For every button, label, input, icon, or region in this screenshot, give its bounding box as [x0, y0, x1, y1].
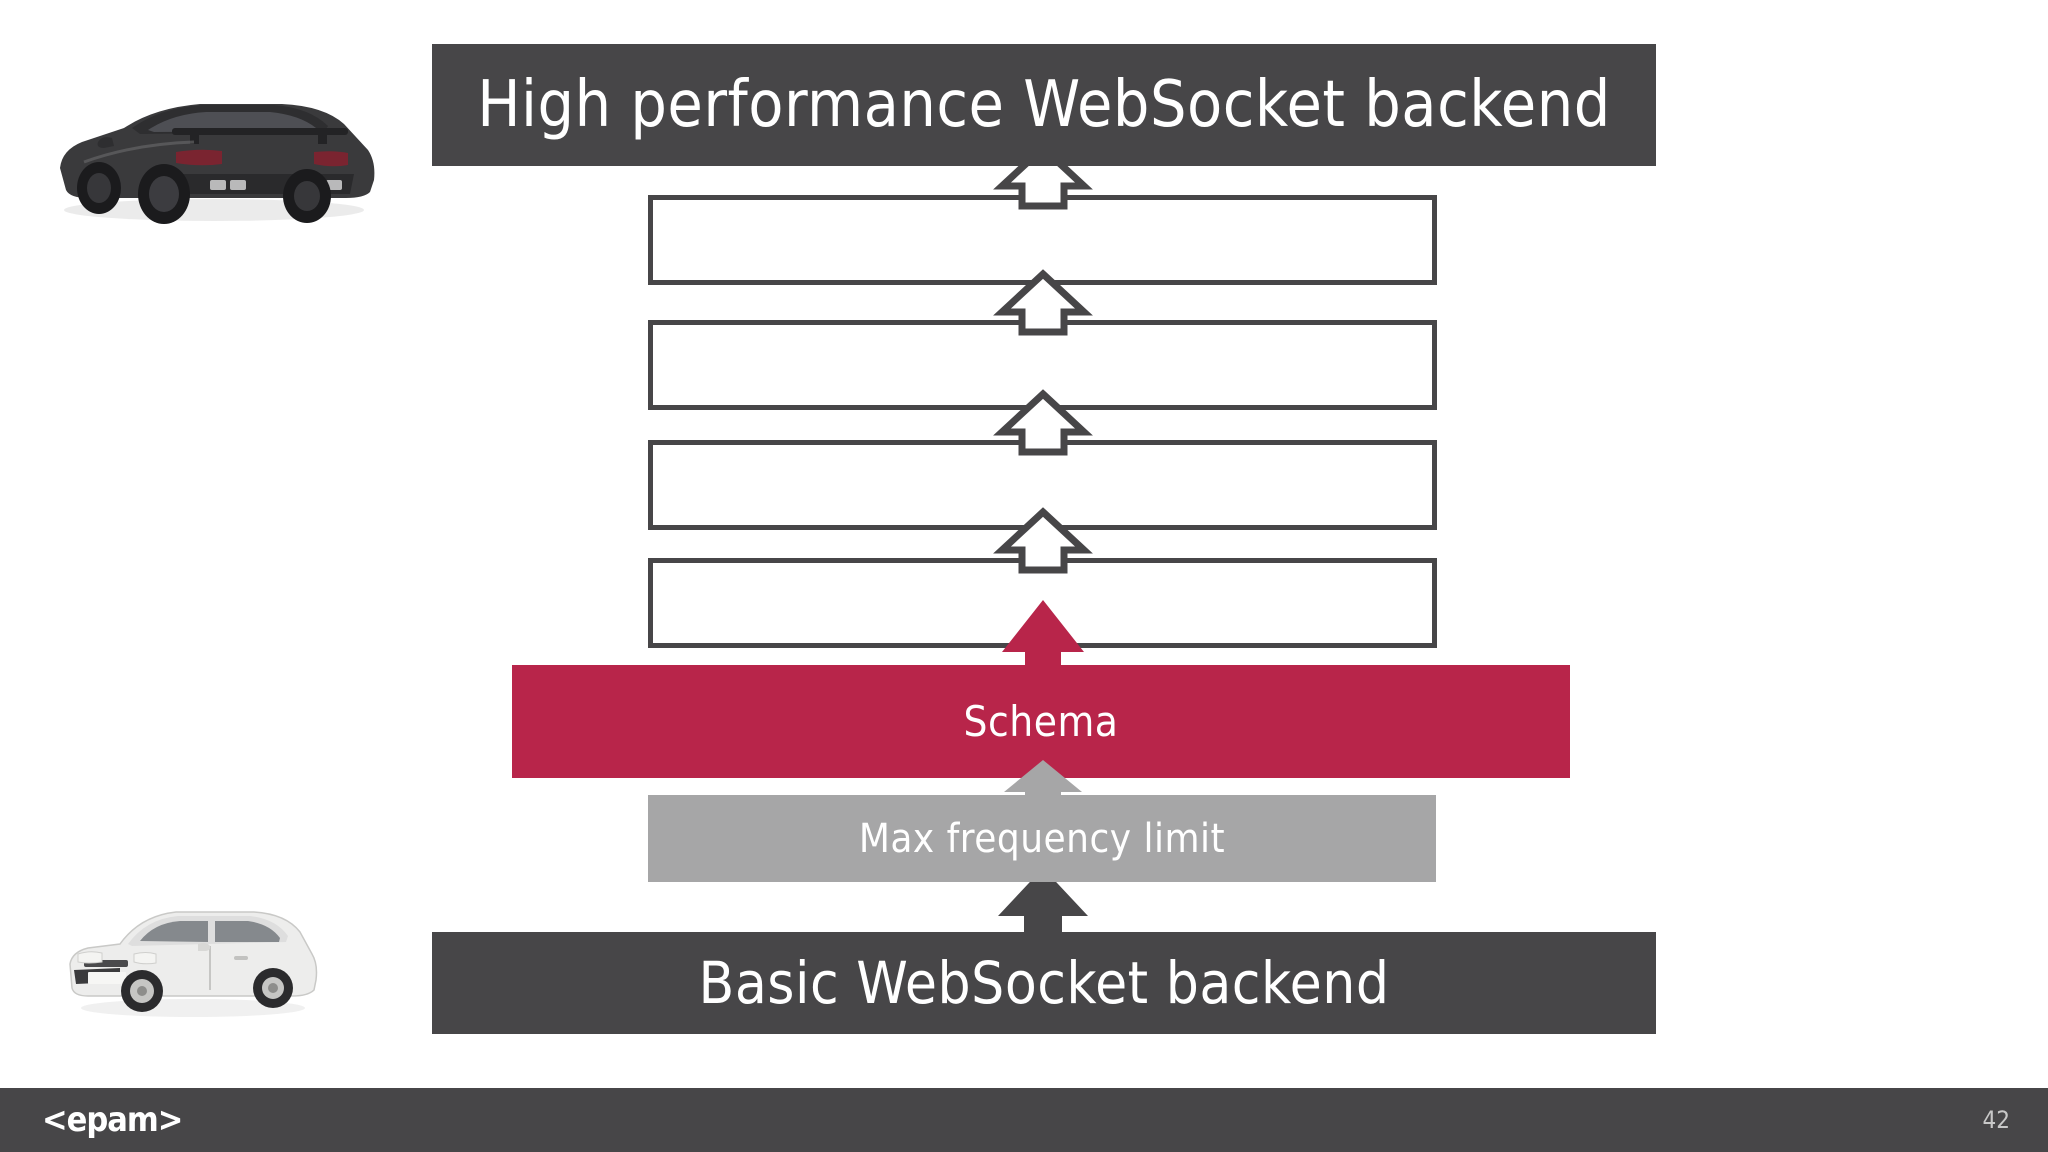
arrow-outline-layer4-to-layer3-icon — [993, 507, 1093, 574]
sports-car-image — [24, 58, 396, 228]
epam-logo: <epam> — [42, 1100, 183, 1140]
bottom-band-basic-websocket: Basic WebSocket backend — [432, 932, 1656, 1034]
bottom-band-label: Basic WebSocket backend — [698, 949, 1390, 1017]
top-band-high-performance: High performance WebSocket backend — [432, 44, 1656, 166]
compact-car-image — [58, 892, 328, 1022]
arrow-outline-layer1-to-title-icon — [993, 143, 1093, 210]
arrow-outline-layer2-to-layer1-icon — [993, 269, 1093, 336]
max-frequency-limit-label: Max frequency limit — [858, 815, 1226, 862]
page-number: 42 — [1982, 1106, 2010, 1134]
arrow-dark-bottom-to-frequency-icon — [998, 868, 1088, 948]
arrow-outline-layer3-to-layer2-icon — [993, 389, 1093, 456]
schema-band: Schema — [512, 665, 1570, 778]
arrow-crimson-schema-to-layer4-icon — [1002, 600, 1084, 690]
top-band-label: High performance WebSocket backend — [477, 68, 1611, 142]
slide-footer: <epam> 42 — [0, 1088, 2048, 1152]
arrow-gray-frequency-to-schema-icon — [1004, 760, 1082, 810]
schema-band-label: Schema — [963, 697, 1119, 746]
